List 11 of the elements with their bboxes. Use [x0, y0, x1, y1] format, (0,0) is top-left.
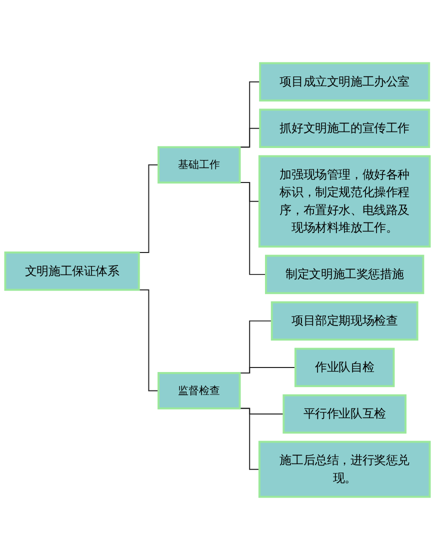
node-box: 施工后总结，进行奖惩兑现。 [258, 440, 431, 498]
node-box: 项目成立文明施工办公室 [259, 62, 430, 102]
node-box: 平行作业队互检 [282, 394, 406, 434]
node-box: 基础工作 [158, 146, 241, 184]
node-box: 制定文明施工奖惩措施 [265, 254, 424, 294]
node-box: 监督检查 [158, 372, 241, 410]
node-box: 项目部定期现场检查 [270, 301, 418, 341]
node-box: 加强现场管理，做好各种标识，制定规范化操作程序，布置好水、电线路及现场材料堆放工作。 [258, 155, 431, 248]
node-box: 抓好文明施工的宣传工作 [259, 108, 430, 148]
node-box: 文明施工保证体系 [4, 252, 140, 291]
node-box: 作业队自检 [294, 348, 395, 388]
